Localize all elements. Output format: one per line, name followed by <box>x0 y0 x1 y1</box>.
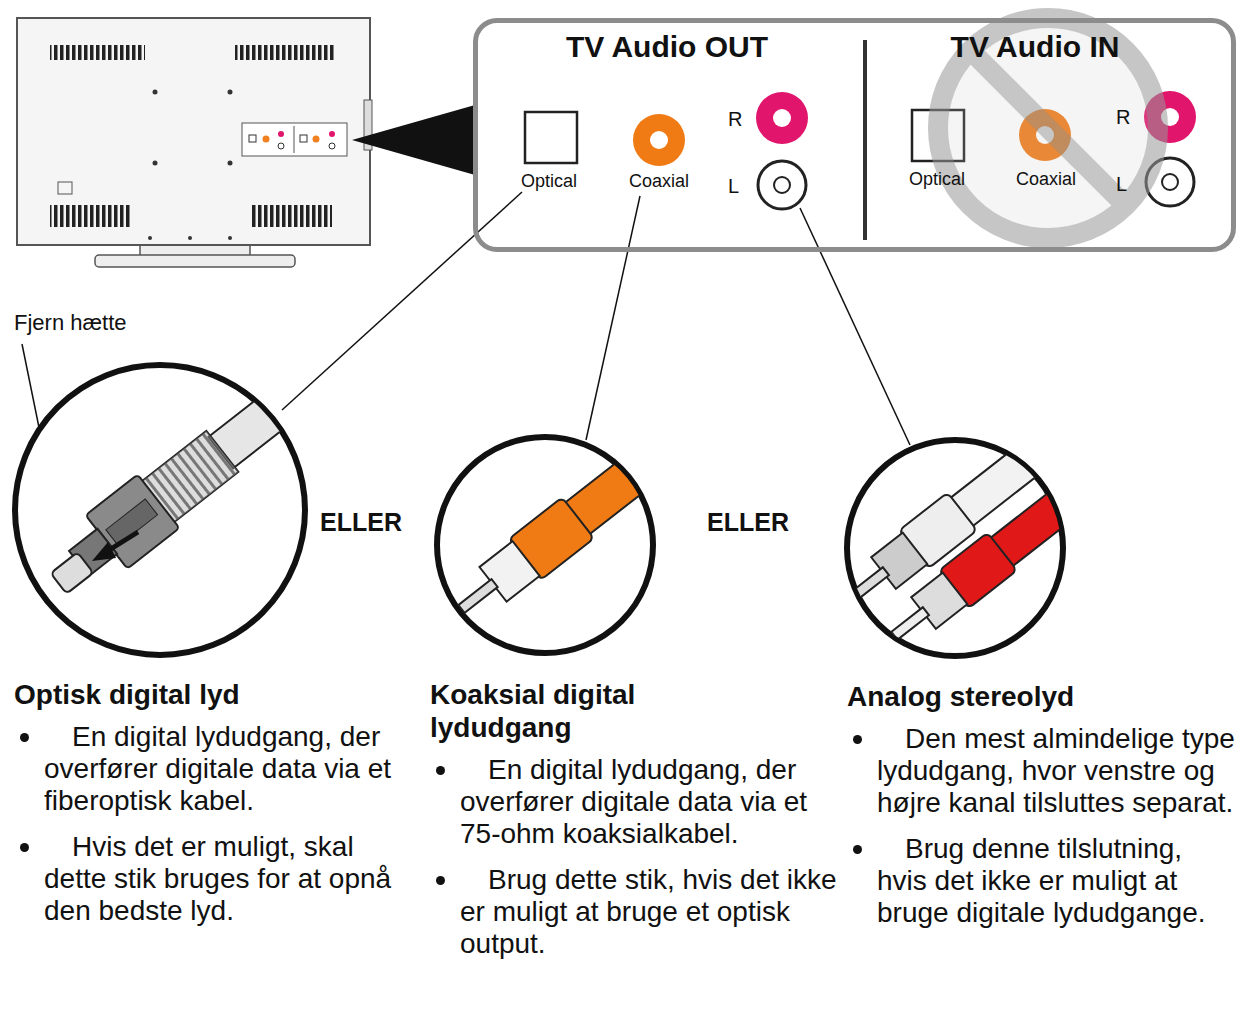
bullet-text: Hvis det er muligt, skal dette stik brug… <box>44 831 391 926</box>
bullet-item: En digital lydudgang, der overfører digi… <box>14 721 406 817</box>
callout-label: Fjern hætte <box>14 310 127 336</box>
jack-label: Optical <box>909 169 965 190</box>
jack-label: Coaxial <box>629 171 689 192</box>
channel-label: R <box>1116 106 1130 129</box>
bullet-item: Brug dette stik, hvis det ikke er muligt… <box>430 864 840 960</box>
channel-label: R <box>728 108 742 131</box>
column-heading: Koaksial digital lydudgang <box>430 678 690 744</box>
column-heading: Optisk digital lyd <box>14 678 406 711</box>
analog-plugs <box>840 371 1174 656</box>
audio-panel: TV Audio OUT Optical Coaxial R L TV Audio IN O… <box>473 18 1236 252</box>
bullet-dot <box>436 766 445 775</box>
bullet-item: Den mest almindelige type lydudgang, hvo… <box>847 723 1239 819</box>
bullet-item: En digital lydudgang, der overfører digi… <box>430 754 840 850</box>
coaxial-plug <box>437 376 749 653</box>
bullet-text: Brug dette stik, hvis det ikke er muligt… <box>460 864 837 959</box>
section-heading: TV Audio IN <box>951 30 1120 65</box>
jack-label: Coaxial <box>1016 169 1076 190</box>
bullet-dot <box>436 876 445 885</box>
optical-plug <box>15 290 415 655</box>
bullet-item: Brug denne tilslutning, hvis det ikke er… <box>847 833 1239 929</box>
tv-back <box>17 18 475 267</box>
text-column: Analog stereolydDen mest almindelige typ… <box>847 680 1239 943</box>
bullet-text: En digital lydudgang, der overfører digi… <box>460 754 807 849</box>
jack-label: Optical <box>521 171 577 192</box>
prohibited-sign <box>938 18 1158 238</box>
bullet-dot <box>853 845 862 854</box>
section-heading: TV Audio OUT <box>566 30 768 65</box>
bullet-text: Den mest almindelige type lydudgang, hvo… <box>877 723 1235 818</box>
bullet-dot <box>20 733 29 742</box>
bullet-text: En digital lydudgang, der overfører digi… <box>44 721 391 816</box>
channel-label: L <box>1116 173 1127 196</box>
bullet-dot <box>20 843 29 852</box>
column-heading: Analog stereolyd <box>847 680 1239 713</box>
channel-label: L <box>728 175 739 198</box>
jack-panel <box>525 18 1196 240</box>
or-label: ELLER <box>320 508 402 537</box>
bullet-text: Brug denne tilslutning, hvis det ikke er… <box>877 833 1205 928</box>
bullet-dot <box>853 735 862 744</box>
text-column: Koaksial digital lydudgang En digital lyd… <box>430 678 840 974</box>
or-label: ELLER <box>707 508 789 537</box>
text-column: Optisk digital lyd En digital lydudgang, … <box>14 678 406 941</box>
bullet-item: Hvis det er muligt, skal dette stik brug… <box>14 831 406 927</box>
